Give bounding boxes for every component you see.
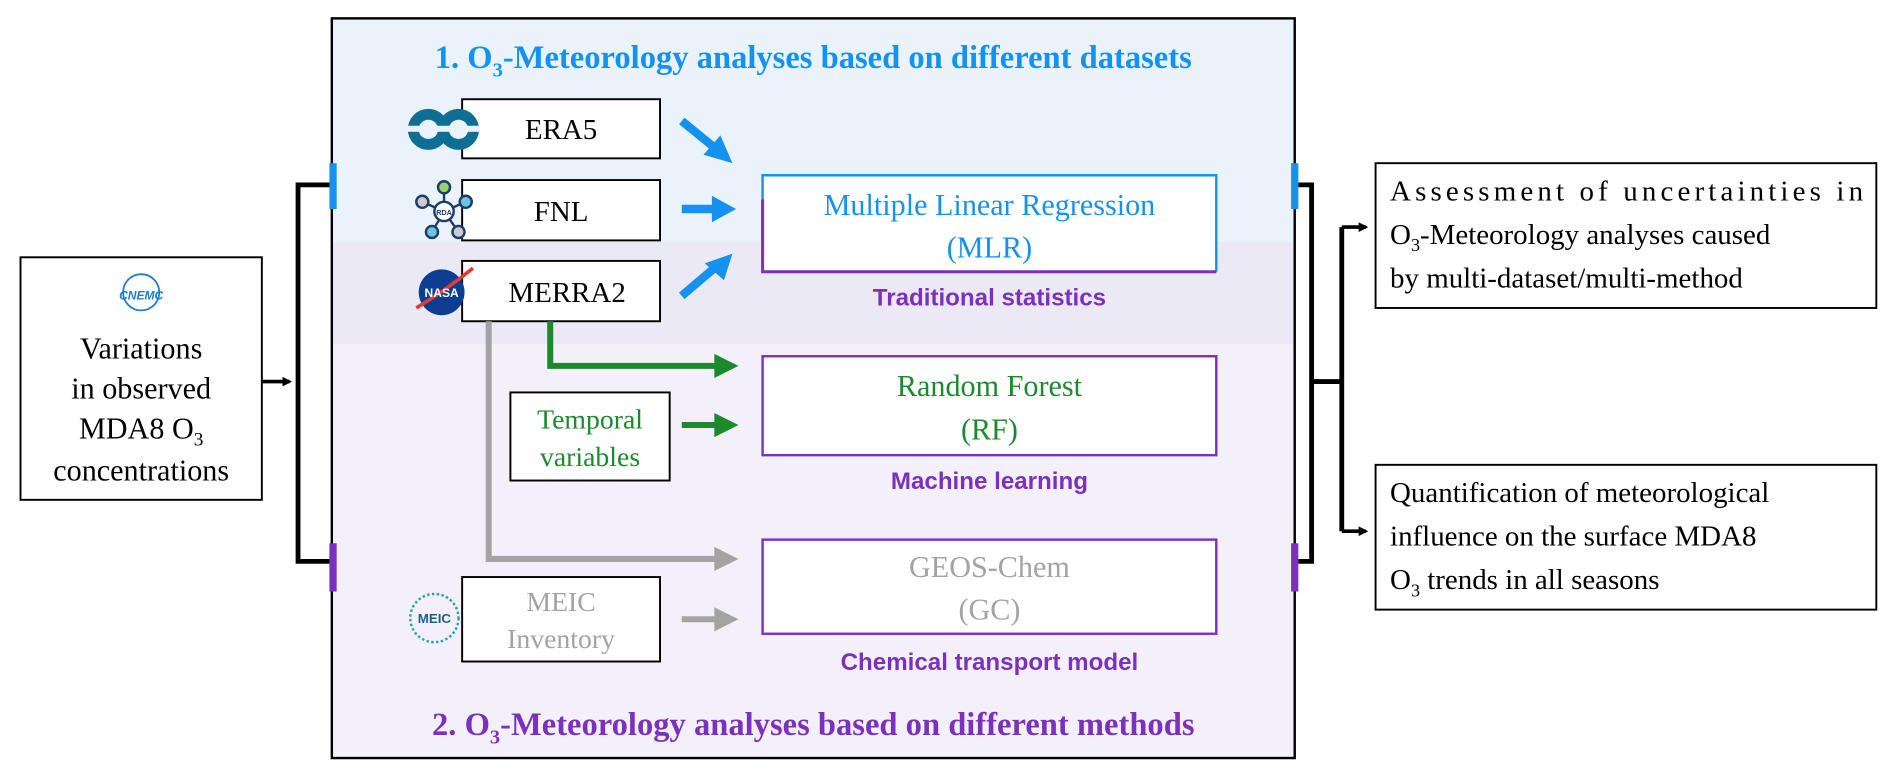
meic-box: MEIC MEIC Inventory	[409, 576, 661, 663]
svg-text:Random Forest: Random Forest	[897, 369, 1083, 403]
purple-marker	[1291, 543, 1299, 592]
nasa-logo: NASA	[415, 266, 475, 316]
svg-text:(GC): (GC)	[958, 592, 1020, 626]
svg-text:by multi-dataset/multi-method: by multi-dataset/multi-method	[1390, 262, 1743, 294]
dataset-era5: ERA5	[405, 98, 661, 160]
method-gc: GEOS-Chem (GC)	[761, 538, 1218, 635]
cnemc-logo: CNEMC	[119, 273, 164, 312]
dataset-fnl: RDA FNL	[415, 179, 661, 242]
category-label: Machine learning	[891, 468, 1088, 495]
blue-arrows	[679, 117, 737, 300]
meic-logo: MEIC	[409, 592, 460, 644]
category-label: Traditional statistics	[873, 285, 1106, 312]
svg-text:(MLR): (MLR)	[947, 230, 1032, 264]
method-mlr: Multiple Linear Regression (MLR)	[761, 174, 1218, 274]
blue-marker	[1291, 163, 1299, 210]
svg-text:MEIC: MEIC	[526, 587, 595, 618]
input-line: Variations	[80, 332, 202, 366]
svg-text:FNL: FNL	[534, 196, 589, 228]
svg-text:Temporal: Temporal	[537, 405, 643, 436]
input-line: MDA8 O3	[79, 411, 203, 450]
svg-text:O3-Meteorology analyses caused: O3-Meteorology analyses caused	[1390, 219, 1771, 255]
svg-text:CNEMC: CNEMC	[119, 289, 163, 303]
svg-text:GEOS-Chem: GEOS-Chem	[909, 550, 1070, 584]
input-box: CNEMC Variations in observed MDA8 O3 con…	[19, 256, 263, 501]
category-label: Chemical transport model	[841, 649, 1139, 676]
rda-logo: RDA	[415, 180, 474, 240]
svg-text:Assessment of uncertainties i: Assessment of uncertainties in	[1390, 176, 1864, 208]
svg-text:(RF): (RF)	[961, 412, 1018, 446]
svg-text:NASA: NASA	[425, 286, 459, 300]
output-uncertainty: Assessment of uncertainties in O3-Meteor…	[1374, 162, 1878, 309]
purple-marker	[329, 543, 337, 592]
blue-marker	[329, 163, 337, 210]
svg-text:O3 trends in all seasons: O3 trends in all seasons	[1390, 564, 1659, 600]
svg-text:Quantification of meteorologic: Quantification of meteorological	[1390, 477, 1769, 509]
svg-text:ERA5: ERA5	[525, 114, 597, 146]
output-quantification: Quantification of meteorological influen…	[1374, 463, 1878, 611]
input-line: concentrations	[53, 454, 229, 488]
gray-arrows	[485, 321, 739, 632]
input-line: in observed	[71, 371, 211, 405]
method-rf: Random Forest (RF)	[761, 355, 1218, 457]
left-bracket	[261, 182, 332, 564]
green-arrows	[547, 321, 739, 438]
section2-title: 2. O3-Meteorology analyses based on diff…	[432, 707, 1194, 748]
dataset-merra2: NASA MERRA2	[415, 259, 661, 323]
svg-text:RDA: RDA	[436, 208, 452, 217]
svg-text:MERRA2: MERRA2	[508, 277, 625, 309]
temporal-variables-box: Temporal variables	[509, 391, 671, 482]
section1-title: 1. O3-Meteorology analyses based on diff…	[435, 40, 1192, 81]
ecmwf-logo	[405, 108, 481, 150]
svg-text:influence on the surface MDA8: influence on the surface MDA8	[1390, 521, 1756, 553]
right-bracket	[1298, 182, 1369, 564]
svg-text:Multiple Linear Regression: Multiple Linear Regression	[824, 188, 1156, 222]
svg-text:MEIC: MEIC	[418, 611, 452, 626]
svg-text:variables: variables	[540, 442, 640, 473]
svg-text:Inventory: Inventory	[507, 624, 615, 655]
